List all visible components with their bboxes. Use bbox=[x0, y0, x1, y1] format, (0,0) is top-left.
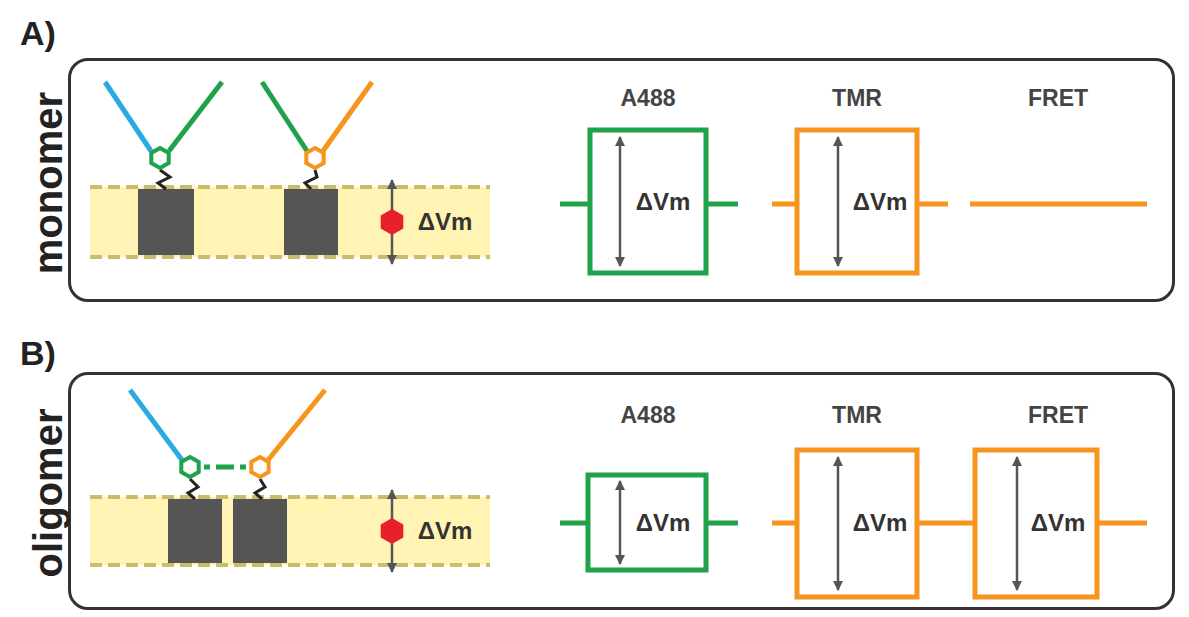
panel-title: oligomer bbox=[28, 409, 68, 578]
channel-label: TMR bbox=[832, 87, 882, 110]
delta-vm-label: ΔVm bbox=[853, 190, 908, 214]
delta-vm-label: ΔVm bbox=[418, 210, 473, 234]
membrane bbox=[90, 390, 490, 572]
channel-label: FRET bbox=[1028, 404, 1088, 427]
membrane bbox=[90, 82, 490, 264]
panel-letter: B) bbox=[20, 336, 56, 370]
delta-vm-label: ΔVm bbox=[418, 519, 473, 543]
panel-title: monomer bbox=[28, 92, 68, 274]
channel-label: A488 bbox=[621, 87, 676, 110]
panel-letter: A) bbox=[20, 16, 56, 50]
traces bbox=[560, 130, 1147, 273]
delta-vm-label: ΔVm bbox=[853, 511, 908, 535]
delta-vm-label: ΔVm bbox=[636, 511, 691, 535]
delta-vm-label: ΔVm bbox=[636, 190, 691, 214]
channel-label: FRET bbox=[1028, 87, 1088, 110]
traces bbox=[560, 450, 1147, 597]
channel-label: A488 bbox=[621, 404, 676, 427]
channel-label: TMR bbox=[832, 404, 882, 427]
delta-vm-label: ΔVm bbox=[1031, 511, 1086, 535]
